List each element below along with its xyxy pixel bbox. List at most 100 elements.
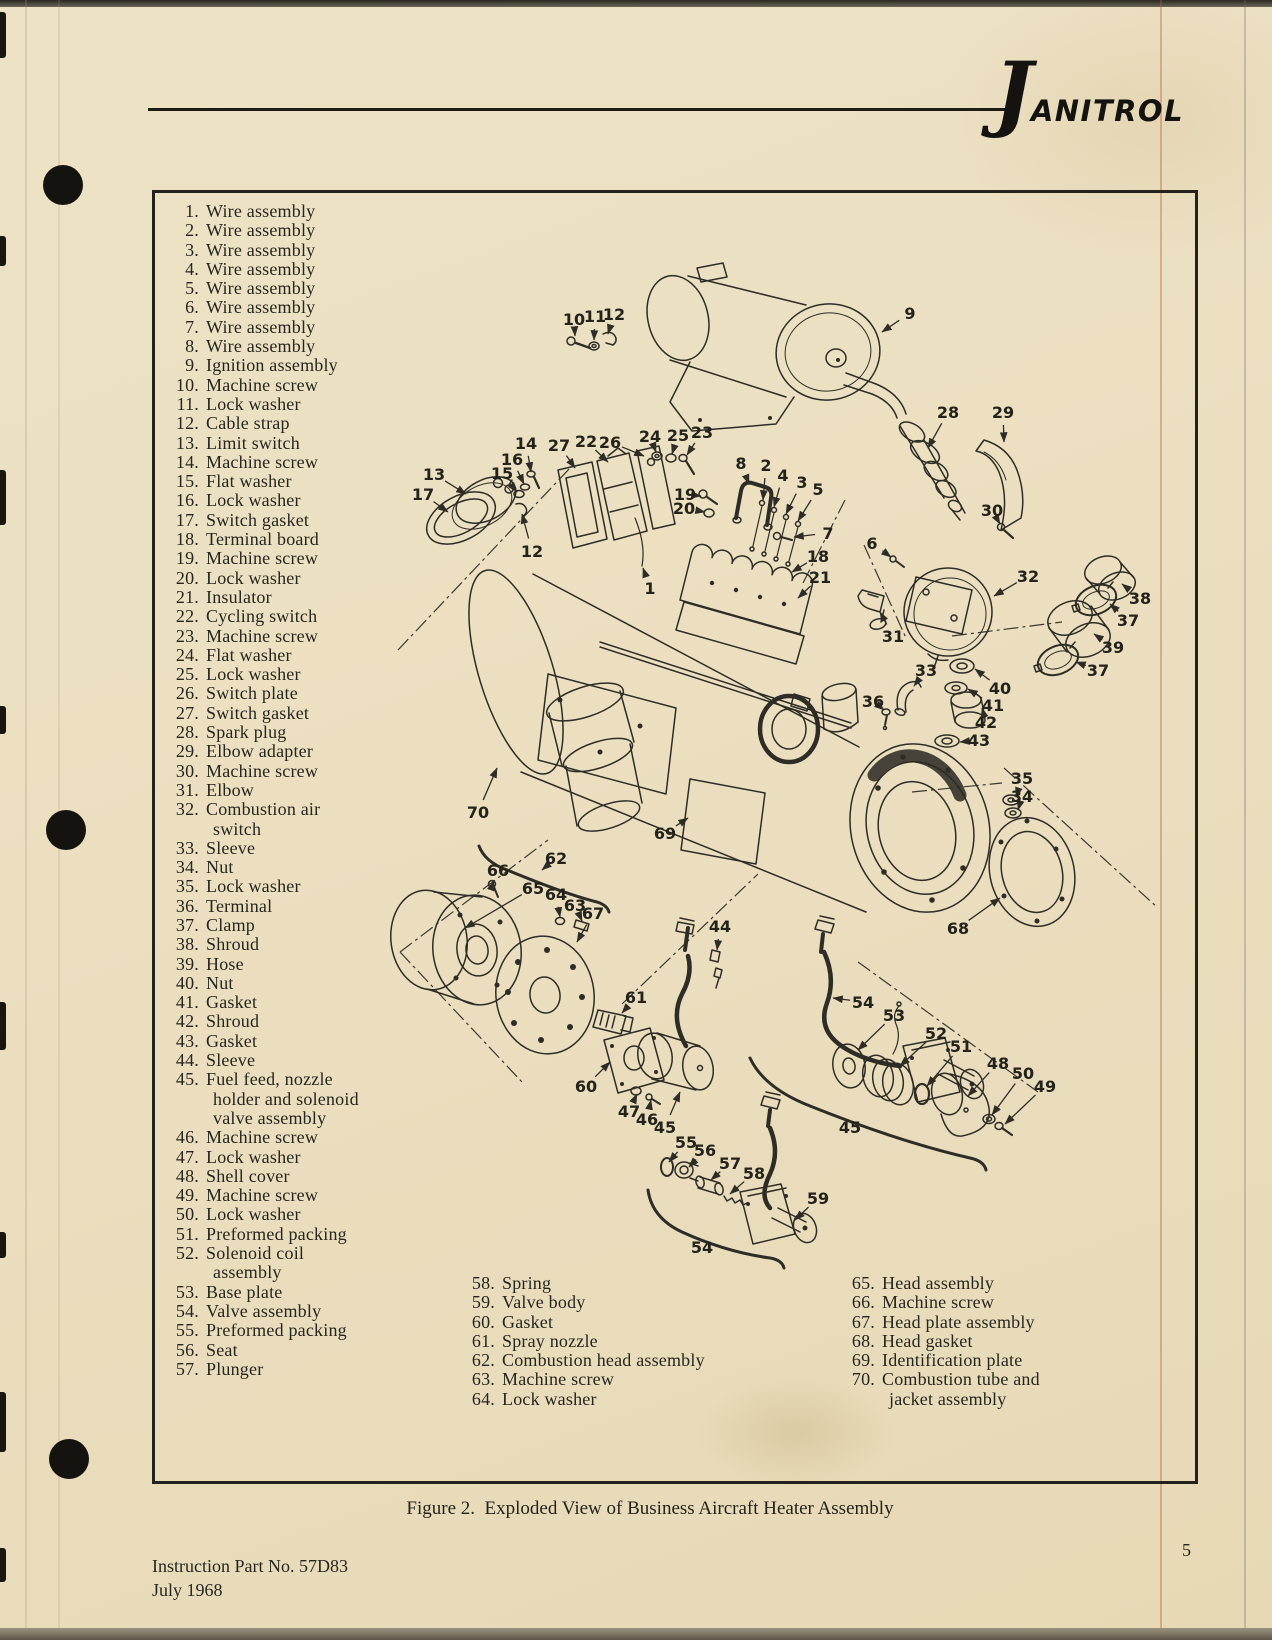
logo-wordmark: ANITROL xyxy=(1030,94,1185,128)
parts-list-item: 47.Lock washer xyxy=(175,1146,301,1167)
scan-edge-mark xyxy=(0,1548,6,1582)
parts-list-item: 9.Ignition assembly xyxy=(185,355,338,376)
parts-list-item: 14.Machine screw xyxy=(175,451,319,472)
scan-edge-top xyxy=(0,0,1272,7)
parts-list-item: 34.Nut xyxy=(175,857,234,878)
parts-list-item: 38.Shroud xyxy=(175,934,260,955)
parts-list-item: 7.Wire assembly xyxy=(185,316,316,337)
parts-list-item: 31.Elbow xyxy=(175,779,254,800)
parts-list-item: 15.Flat washer xyxy=(175,471,292,492)
parts-list-item: 20.Lock washer xyxy=(175,567,301,588)
binder-hole xyxy=(43,165,83,205)
scan-edge-mark xyxy=(0,1232,6,1258)
parts-list-item: 26.Switch plate xyxy=(175,683,298,704)
parts-list-item: 61.Spray nozzle xyxy=(471,1330,598,1351)
parts-list-item: 57.Plunger xyxy=(175,1358,264,1379)
parts-list-item: 60.Gasket xyxy=(471,1311,554,1332)
parts-list-item: assembly xyxy=(213,1262,282,1283)
janitrol-logo: JANITROL xyxy=(994,52,1185,134)
parts-list-item: 1.Wire assembly xyxy=(185,201,316,221)
parts-list-item: 27.Switch gasket xyxy=(175,702,310,723)
scan-edge-mark xyxy=(0,1002,6,1050)
parts-list-item: 13.Limit switch xyxy=(175,432,300,453)
parts-list-item: 6.Wire assembly xyxy=(185,297,316,318)
parts-list-item: 49.Machine screw xyxy=(175,1185,319,1206)
parts-list-item: 36.Terminal xyxy=(175,895,273,916)
parts-list-item: 50.Lock washer xyxy=(175,1204,301,1225)
figure-border-box xyxy=(152,190,1198,1484)
parts-list-item: 45.Fuel feed, nozzle xyxy=(175,1069,333,1090)
parts-list-item: 65.Head assembly xyxy=(851,1273,995,1293)
scan-edge-mark xyxy=(0,470,6,525)
parts-list-item: 59.Valve body xyxy=(471,1292,586,1313)
parts-list-item: 35.Lock washer xyxy=(175,876,301,897)
parts-list-item: 62.Combustion head assembly xyxy=(471,1350,705,1371)
parts-list-item: holder and solenoid xyxy=(213,1088,359,1109)
parts-list-item: 18.Terminal board xyxy=(175,529,319,550)
parts-list-item: 39.Hose xyxy=(175,953,244,974)
paper-crease xyxy=(25,0,27,1628)
parts-list-item: 41.Gasket xyxy=(175,992,258,1013)
parts-list-item: 30.Machine screw xyxy=(175,760,319,781)
parts-list-item: 63.Machine screw xyxy=(471,1369,615,1390)
parts-list-item: 3.Wire assembly xyxy=(185,239,316,260)
parts-list-item: 23.Machine screw xyxy=(175,625,319,646)
parts-list-item: 53.Base plate xyxy=(175,1281,283,1302)
parts-list-item: 69.Identification plate xyxy=(851,1350,1023,1371)
parts-list-item: 33.Sleeve xyxy=(175,837,256,858)
scan-edge-mark xyxy=(0,706,6,734)
parts-list-item: 16.Lock washer xyxy=(175,490,301,511)
parts-list-item: 12.Cable strap xyxy=(175,413,290,434)
parts-list-item: 40.Nut xyxy=(175,972,234,993)
parts-list-item: 64.Lock washer xyxy=(471,1388,597,1409)
parts-list-item: 24.Flat washer xyxy=(175,644,292,665)
parts-list-item: 44.Sleeve xyxy=(175,1050,256,1071)
parts-list-item: 52.Solenoid coil xyxy=(175,1243,305,1264)
parts-list-item: 58.Spring xyxy=(471,1273,552,1293)
footer-date: July 1968 xyxy=(152,1580,223,1600)
parts-list-item: valve assembly xyxy=(213,1107,327,1128)
paper-crease xyxy=(1244,0,1246,1628)
parts-list-item: 42.Shroud xyxy=(175,1011,260,1032)
parts-list-item: 48.Shell cover xyxy=(175,1165,290,1186)
parts-list-item: 55.Preformed packing xyxy=(175,1320,347,1341)
parts-list-item: switch xyxy=(213,818,262,839)
parts-list-item: 17.Switch gasket xyxy=(175,509,310,530)
parts-list-item: 2.Wire assembly xyxy=(185,220,316,241)
parts-list-item: 56.Seat xyxy=(175,1339,238,1360)
scan-edge-bottom xyxy=(0,1628,1272,1640)
scan-edge-mark xyxy=(0,1392,6,1452)
footer-part-number: Instruction Part No. 57D83 xyxy=(152,1556,348,1576)
parts-list-item: 28.Spark plug xyxy=(175,722,287,743)
parts-list-item: 54.Valve assembly xyxy=(175,1300,322,1321)
parts-list-item: 46.Machine screw xyxy=(175,1127,319,1148)
parts-list-item: 68.Head gasket xyxy=(851,1330,973,1351)
parts-list-item: 11.Lock washer xyxy=(176,393,301,414)
parts-list-item: 10.Machine screw xyxy=(175,374,319,395)
parts-list-item: 5.Wire assembly xyxy=(185,278,316,299)
logo-letter-j: J xyxy=(994,45,1033,141)
parts-list-item: 21.Insulator xyxy=(175,586,272,607)
parts-list-item: 51.Preformed packing xyxy=(175,1223,347,1244)
parts-list-item: 37.Clamp xyxy=(175,914,255,935)
parts-list-item: 4.Wire assembly xyxy=(185,258,316,279)
scan-edge-mark xyxy=(0,12,6,58)
binder-hole xyxy=(49,1439,89,1479)
parts-list-item: 8.Wire assembly xyxy=(185,336,316,357)
parts-list-item: 22.Cycling switch xyxy=(175,606,318,627)
parts-list-item: 70.Combustion tube and xyxy=(851,1369,1040,1390)
parts-list-item: 67.Head plate assembly xyxy=(851,1311,1035,1332)
parts-list-item: 25.Lock washer xyxy=(175,664,301,685)
page-number: 5 xyxy=(1182,1540,1191,1560)
scan-edge-mark xyxy=(0,236,6,266)
parts-list-item: 29.Elbow adapter xyxy=(175,741,314,762)
parts-list-item: 19.Machine screw xyxy=(175,548,319,569)
parts-list-item: 66.Machine screw xyxy=(851,1292,995,1313)
parts-list-item: jacket assembly xyxy=(889,1388,1007,1409)
parts-list-item: 43.Gasket xyxy=(175,1030,258,1051)
parts-list-item: 32.Combustion air xyxy=(175,799,321,820)
